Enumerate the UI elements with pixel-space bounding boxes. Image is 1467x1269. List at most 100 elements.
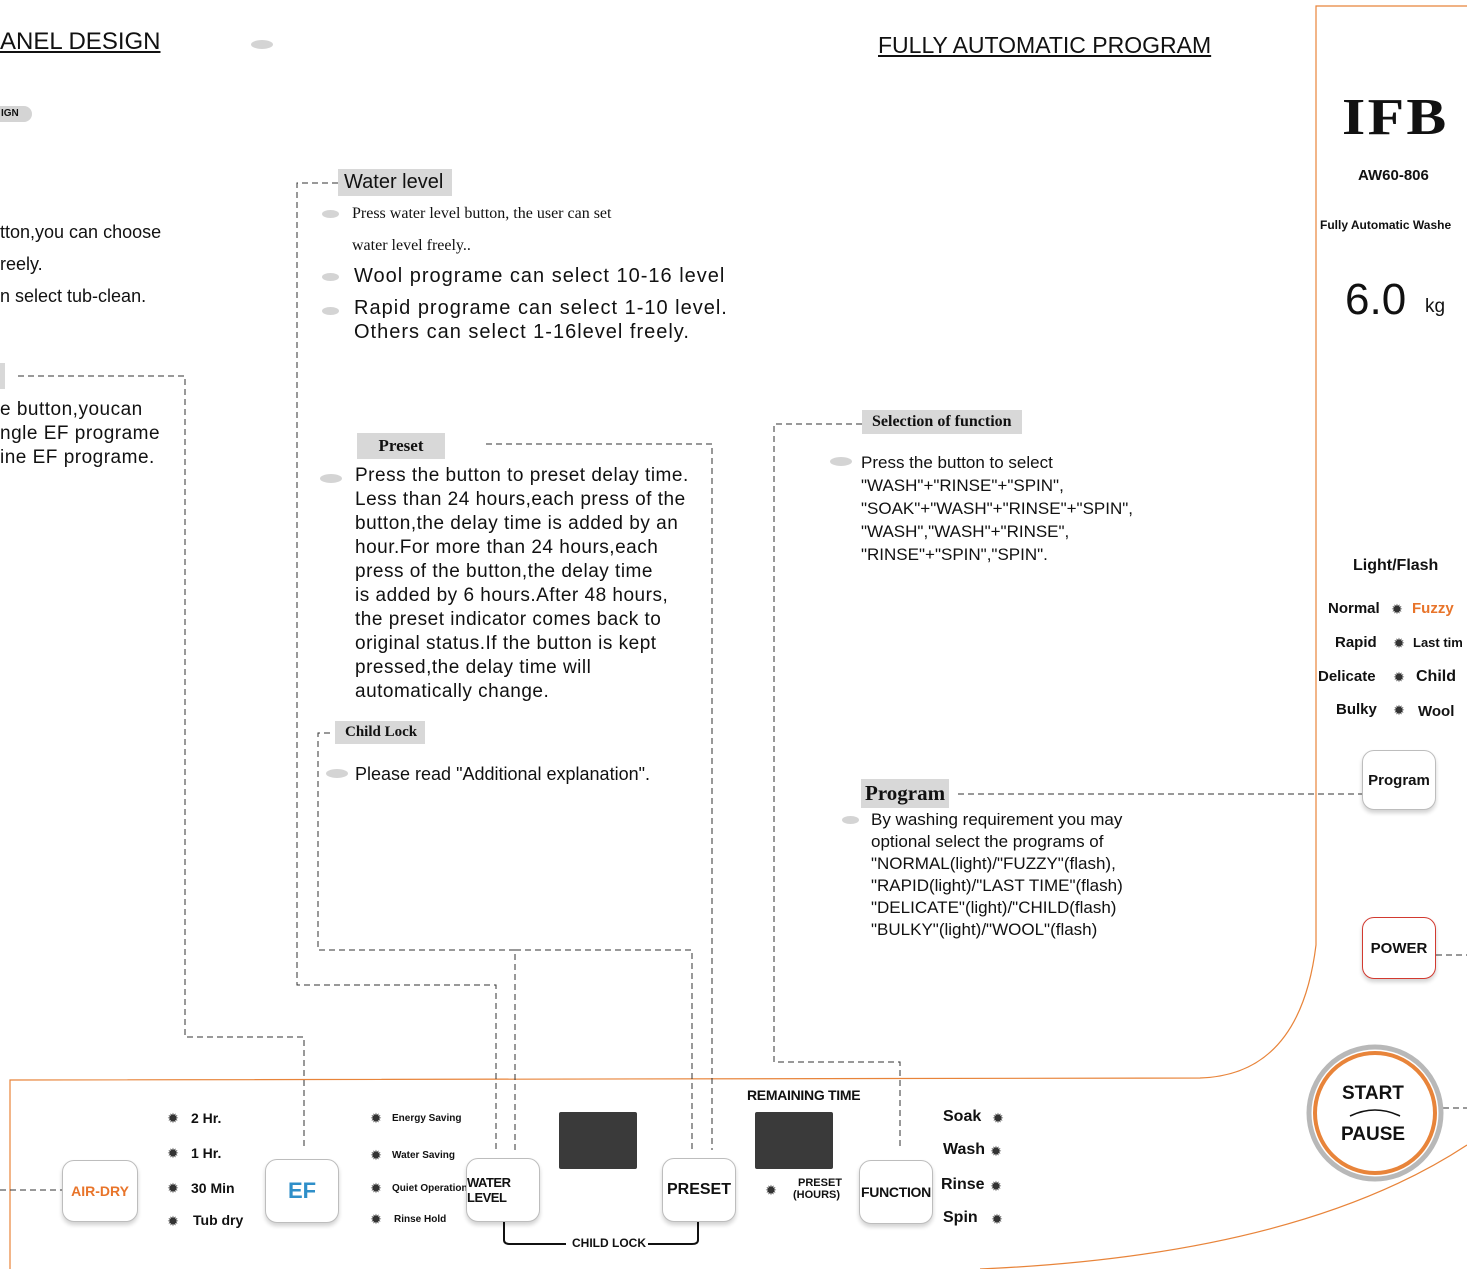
preset-line-10: automatically change. <box>355 681 550 702</box>
remaining-time-label: REMAINING TIME <box>747 1087 861 1103</box>
program-delicate-label: Delicate <box>1318 668 1376 685</box>
remaining-time-display <box>755 1112 833 1169</box>
function-button[interactable]: FUNCTION <box>859 1160 933 1224</box>
function-line-1: Press the button to select <box>861 453 1053 472</box>
ef-water-led-icon: ✹ <box>370 1147 382 1163</box>
water-level-line-4: Rapid programe can select 1-10 level. <box>354 297 728 319</box>
preset-hours-label-1: PRESET <box>798 1177 843 1189</box>
water-level-line-1: Press water level button, the user can s… <box>352 205 612 222</box>
preset-line-7: the preset indicator comes back to <box>355 609 662 630</box>
left-title: ANEL DESIGN <box>0 28 161 55</box>
preset-line-3: button,the delay time is added by an <box>355 513 679 534</box>
left-pill <box>0 106 32 122</box>
water-level-line-2: water level freely.. <box>352 237 471 254</box>
ef-rinsehold-led-icon: ✹ <box>370 1211 382 1227</box>
model-number: AW60-806 <box>1358 167 1429 184</box>
preset-hours-label-2: (HOURS) <box>793 1189 841 1201</box>
water-level-button[interactable]: WATER LEVEL <box>466 1158 540 1222</box>
function-rinse-label: Rinse <box>941 1176 985 1193</box>
function-bullet <box>830 457 852 466</box>
preset-line-9: pressed,the delay time will <box>355 657 592 678</box>
ef-water-label: Water Saving <box>392 1150 455 1161</box>
program-rapid-led-icon: ✹ <box>1393 635 1405 651</box>
water-level-line-5: Others can select 1-16level freely. <box>354 321 690 343</box>
function-soak-label: Soak <box>943 1108 982 1125</box>
preset-button[interactable]: PRESET <box>662 1158 736 1222</box>
ifb-logo: IFB <box>1342 89 1449 146</box>
program-tag: Program <box>861 779 950 808</box>
program-lasttime-label: Last tim <box>1413 635 1463 650</box>
program-line-3: "NORMAL(light)/"FUZZY"(flash), <box>871 854 1116 873</box>
program-delicate-led-icon: ✹ <box>1393 669 1405 685</box>
program-bulky-label: Bulky <box>1336 701 1377 718</box>
child-lock-label: CHILD LOCK <box>570 1236 648 1250</box>
ef-quiet-label: Quiet Operation <box>392 1183 468 1194</box>
air-dry-1hr-label: 1 Hr. <box>191 1145 222 1161</box>
air-dry-1hr-led-icon: ✹ <box>167 1145 179 1161</box>
function-soak-led-icon: ✹ <box>992 1110 1004 1126</box>
preset-line-2: Less than 24 hours,each press of the <box>355 489 686 510</box>
header-dot <box>251 40 273 49</box>
air-dry-30min-led-icon: ✹ <box>167 1180 179 1196</box>
air-dry-2hr-label: 2 Hr. <box>191 1110 222 1126</box>
child-lock-tag: Child Lock <box>335 721 425 744</box>
capacity-unit: kg <box>1425 296 1446 317</box>
air-dry-2hr-led-icon: ✹ <box>167 1110 179 1126</box>
pause-label: PAUSE <box>1341 1124 1406 1145</box>
ef-energy-label: Energy Saving <box>392 1113 462 1124</box>
water-level-display <box>559 1112 637 1169</box>
ef-note-1: e button,youcan <box>0 399 143 420</box>
start-pause-button[interactable] <box>1315 1053 1435 1173</box>
ef-tag-stub <box>0 363 5 389</box>
program-wool-label: Wool <box>1418 703 1455 720</box>
preset-tag: Preset <box>357 433 445 459</box>
capacity-value: 6.0 <box>1345 275 1407 324</box>
air-dry-button[interactable]: AIR-DRY <box>62 1160 138 1222</box>
function-line-2: "WASH"+"RINSE"+"SPIN", <box>861 476 1064 495</box>
ef-button[interactable]: EF <box>265 1159 339 1223</box>
function-line-4: "WASH","WASH"+"RINSE", <box>861 522 1070 541</box>
program-line-5: "DELICATE"(light)/"CHILD(flash) <box>871 898 1117 917</box>
preset-line-8: original status.If the button is kept <box>355 633 657 654</box>
program-child-label: Child <box>1416 668 1456 685</box>
preset-line-4: hour.For more than 24 hours,each <box>355 537 659 558</box>
air-dry-tubdry-led-icon: ✹ <box>167 1213 179 1229</box>
function-spin-label: Spin <box>943 1209 978 1226</box>
ef-rinsehold-label: Rinse Hold <box>394 1214 447 1225</box>
function-line-5: "RINSE"+"SPIN","SPIN". <box>861 545 1048 564</box>
child-lock-text: Please read "Additional explanation". <box>355 764 650 784</box>
ef-note-2: ngle EF programe <box>0 423 161 444</box>
start-label: START <box>1342 1083 1404 1104</box>
function-line-3: "SOAK"+"WASH"+"RINSE"+"SPIN", <box>861 499 1134 518</box>
ef-leader <box>18 375 305 1150</box>
program-line-6: "BULKY"(light)/"WOOL"(flash) <box>871 920 1098 939</box>
water-level-bullet-1 <box>322 210 339 218</box>
left-note-1: tton,you can choose <box>0 222 162 242</box>
preset-line-1: Press the button to preset delay time. <box>355 465 689 486</box>
child-lock-leader <box>317 732 516 1150</box>
program-bulky-led-icon: ✹ <box>1393 702 1405 718</box>
air-dry-tubdry-label: Tub dry <box>193 1212 244 1228</box>
ef-note-3: ine EF programe. <box>0 447 155 468</box>
power-button[interactable]: POWER <box>1362 917 1436 979</box>
left-note-2: reely. <box>0 254 43 274</box>
water-level-bullet-3 <box>322 307 339 315</box>
function-tag: Selection of function <box>862 410 1022 434</box>
function-wash-led-icon: ✹ <box>990 1143 1002 1159</box>
preset-line-6: is added by 6 hours.After 48 hours, <box>355 585 669 606</box>
program-normal-led-icon: ✹ <box>1391 601 1403 617</box>
program-bullet <box>842 816 859 824</box>
air-dry-30min-label: 30 Min <box>191 1180 235 1196</box>
function-rinse-led-icon: ✹ <box>990 1178 1002 1194</box>
product-subtitle: Fully Automatic Washe <box>1320 218 1452 232</box>
child-lock-bullet <box>326 769 348 778</box>
program-button[interactable]: Program <box>1362 750 1436 810</box>
water-level-bullet-2 <box>322 273 339 281</box>
right-panel-outline <box>9 5 1467 1269</box>
left-pill-text: IGN <box>1 108 19 119</box>
water-level-tag: Water level <box>338 169 452 196</box>
program-line-2: optional select the programs of <box>871 832 1104 851</box>
ef-energy-led-icon: ✹ <box>370 1110 382 1126</box>
program-line-1: By washing requirement you may <box>871 810 1123 829</box>
